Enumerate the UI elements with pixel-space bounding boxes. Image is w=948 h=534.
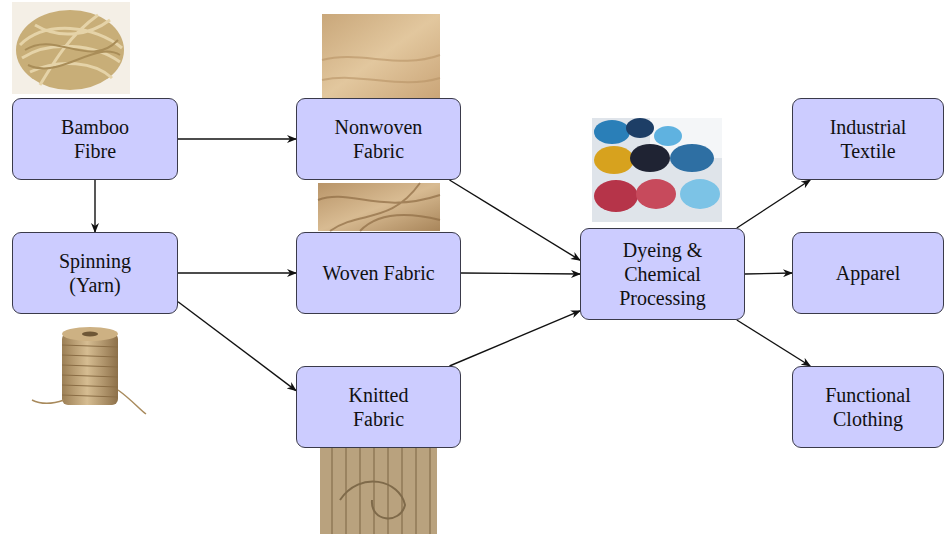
fabric-box: Knitted Fabric xyxy=(296,366,461,448)
flow-arrow xyxy=(737,320,810,366)
text-group: Dyeing & Chemical Processing xyxy=(607,238,719,310)
dyed-fabrics-photo-part xyxy=(594,146,634,174)
node-label: Industrial Textile xyxy=(813,115,923,163)
text-group: Bamboo Fibre xyxy=(45,115,145,163)
text-group: Industrial Textile xyxy=(813,115,923,163)
knitted-fabric-photo-part xyxy=(340,481,405,518)
text-group: Woven Fabric xyxy=(322,261,434,285)
bamboo-fibre-photo-part xyxy=(12,2,130,94)
node-label: Functional Clothing xyxy=(813,383,923,431)
fabric-box: Nonwoven Fabric xyxy=(296,98,461,180)
woven-fabric-photo-part xyxy=(318,183,440,231)
text-group: Knitted Fabric xyxy=(324,383,434,431)
product-box: Industrial Textile xyxy=(792,98,944,180)
fabric-box: Woven Fabric xyxy=(296,232,461,314)
node-label: Dyeing & Chemical Processing xyxy=(607,238,719,310)
yarn-spool-photo-part xyxy=(32,400,64,403)
bamboo-fibre-photo-part xyxy=(25,40,120,68)
yarn-spool-photo-part xyxy=(62,333,118,405)
dyed-fabrics-photo-part xyxy=(636,179,676,209)
dyed-fabrics-photo-part xyxy=(680,179,720,209)
nonwoven-fabric-photo-part xyxy=(322,55,440,82)
text-group: Spinning (Yarn) xyxy=(45,249,145,297)
node-label: Bamboo Fibre xyxy=(45,115,145,163)
bamboo-fibre-photo xyxy=(12,2,130,94)
process-box: Spinning (Yarn) xyxy=(12,232,178,314)
woven-fabric-photo xyxy=(318,183,440,231)
yarn-spool-photo xyxy=(32,327,146,414)
source-box: Bamboo Fibre xyxy=(12,98,178,180)
dyed-fabrics-photo-part xyxy=(670,144,714,172)
yarn-spool-photo-part xyxy=(62,345,118,397)
node-label: Woven Fabric xyxy=(322,261,434,285)
dyed-fabrics-photo-part xyxy=(592,118,722,222)
flow-arrow xyxy=(178,302,296,391)
knitted-fabric-photo-part xyxy=(332,448,430,534)
flow-arrow xyxy=(737,180,810,228)
product-box: Functional Clothing xyxy=(792,366,944,448)
yarn-spool-photo-part xyxy=(82,332,98,337)
node-label: Knitted Fabric xyxy=(324,383,434,431)
flow-arrow xyxy=(745,273,792,274)
process-box: Dyeing & Chemical Processing xyxy=(580,228,745,320)
text-group: Functional Clothing xyxy=(813,383,923,431)
dyed-fabrics-photo xyxy=(592,118,722,222)
flow-arrow xyxy=(178,138,296,139)
text-group: Apparel xyxy=(836,261,900,285)
knitted-fabric-photo-part xyxy=(320,448,437,534)
yarn-spool-photo-part xyxy=(118,390,146,414)
flow-arrow xyxy=(178,272,296,273)
bamboo-fibre-photo-part xyxy=(16,10,124,90)
yarn-spool-photo-part xyxy=(62,327,118,341)
flow-arrow xyxy=(450,180,581,260)
nonwoven-fabric-photo-part xyxy=(322,14,440,98)
product-box: Apparel xyxy=(792,232,944,314)
flow-arrow xyxy=(94,180,95,232)
dyed-fabrics-photo-part xyxy=(594,120,630,144)
node-label: Apparel xyxy=(836,261,900,285)
bamboo-fibre-photo-part xyxy=(20,15,122,85)
flow-arrow xyxy=(450,311,581,366)
woven-fabric-photo-part xyxy=(318,183,440,231)
nonwoven-fabric-photo xyxy=(322,14,440,98)
node-label: Spinning (Yarn) xyxy=(45,249,145,297)
text-group: Nonwoven Fabric xyxy=(324,115,434,163)
dyed-fabrics-photo-part xyxy=(594,180,638,212)
dyed-fabrics-photo-part xyxy=(630,144,670,172)
knitted-fabric-photo xyxy=(320,448,437,534)
dyed-fabrics-photo-part xyxy=(654,126,682,146)
dyed-fabrics-photo-part xyxy=(626,118,654,138)
node-label: Nonwoven Fabric xyxy=(324,115,434,163)
flow-arrow xyxy=(461,273,580,274)
